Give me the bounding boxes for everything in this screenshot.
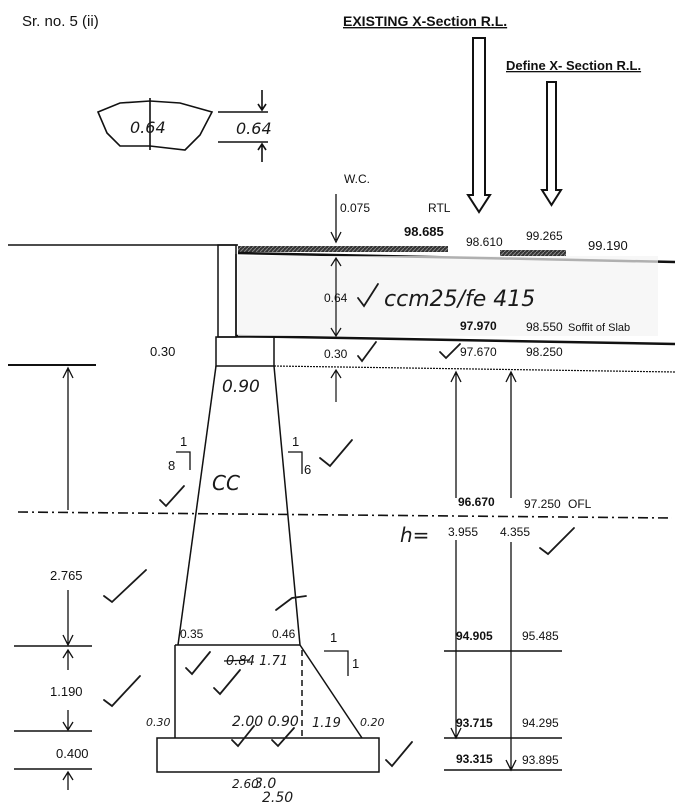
rtl-value: 98.685 <box>404 224 444 239</box>
existing-top-level: 98.610 <box>466 235 503 249</box>
define-step2-level: 94.295 <box>522 716 559 730</box>
define-level-arrows <box>505 370 517 772</box>
material-note: ccm25/fe 415 <box>384 287 535 312</box>
strike-line <box>223 659 251 662</box>
concrete-note: CC <box>212 471 240 495</box>
left-batter-bottom: 8 <box>168 458 175 473</box>
base-right-note: 1.19 <box>312 716 341 731</box>
left-height-dimensions <box>14 366 92 790</box>
slab-thickness-dimension <box>330 256 342 338</box>
pier-top-width: 0.90 <box>222 377 260 397</box>
existing-ofl-level: 96.670 <box>458 495 495 509</box>
base-middle-note: 2.00 0.90 <box>232 714 299 730</box>
footing-offset-left: 0.30 <box>146 716 171 729</box>
existing-cap-bottom-level: 97.670 <box>460 345 497 359</box>
existing-h-value: 3.955 <box>448 525 478 539</box>
existing-bottom-level: 93.315 <box>456 752 493 766</box>
hand-sketch <box>96 90 268 162</box>
footing-slope-side: 1 <box>352 656 359 671</box>
define-arrow-icon <box>540 81 563 207</box>
right-batter-mark <box>288 451 303 474</box>
slab-shading <box>238 256 658 336</box>
define-bottom-level: 93.895 <box>522 753 559 767</box>
ofl-label: OFL <box>568 497 592 511</box>
rtl-label: RTL <box>428 201 451 215</box>
bottom-left-width: 0.35 <box>180 627 204 641</box>
left-batter-mark <box>176 451 191 470</box>
h-label: h= <box>400 523 429 547</box>
existing-level-arrows <box>450 370 462 740</box>
existing-step1-level: 94.905 <box>456 629 493 643</box>
bottom-width-note-3: 2.50 <box>262 790 293 804</box>
footing-offset-right: 0.20 <box>360 716 385 729</box>
footing-height: 0.400 <box>56 746 89 761</box>
define-step1-level: 95.485 <box>522 629 559 643</box>
footing-slope-mark <box>324 650 349 676</box>
soffit-label: Soffit of Slab <box>568 322 630 334</box>
define-cap-bottom-level: 98.250 <box>526 345 563 359</box>
mid-strike-note: 0.84 1.71 <box>226 654 288 669</box>
existing-soffit-level: 97.970 <box>460 319 497 333</box>
define-soffit-level: 98.550 <box>526 320 563 334</box>
define-section-label: Define X- Section R.L. <box>506 58 641 73</box>
wc-leader <box>330 194 342 244</box>
wc-value: 0.075 <box>340 201 370 215</box>
bottom-width-note-2: 3.0 <box>254 776 276 792</box>
sketch-note-right: 0.64 <box>236 119 272 138</box>
pier-cap <box>8 336 676 373</box>
serial-number: Sr. no. 5 (ii) <box>22 13 99 30</box>
cap-thickness-dimension <box>330 368 342 402</box>
bottom-right-width: 0.46 <box>272 627 296 641</box>
existing-section-label: EXISTING X-Section R.L. <box>343 13 507 29</box>
check-marks <box>103 283 575 768</box>
define-ofl-level: 97.250 <box>524 497 561 511</box>
define-h-value: 4.355 <box>500 525 530 539</box>
ofl-line <box>17 511 673 519</box>
mid-height: 1.190 <box>50 684 83 699</box>
slab-thickness: 0.64 <box>324 291 348 305</box>
cap-left-label: 0.30 <box>150 344 175 359</box>
sketch-note-left: 0.64 <box>130 118 166 137</box>
right-batter-top: 1 <box>292 434 299 449</box>
footing-slope-top: 1 <box>330 630 337 645</box>
left-batter-top: 1 <box>180 434 187 449</box>
define-top-level: 99.265 <box>526 229 563 243</box>
cap-thickness: 0.30 <box>324 347 348 361</box>
existing-arrow-icon <box>466 37 492 214</box>
pier-body <box>156 365 380 773</box>
upper-height: 2.765 <box>50 568 83 583</box>
existing-step2-level: 93.715 <box>456 716 493 730</box>
bottom-width-note: 2.60 <box>232 777 259 791</box>
right-top-level: 99.190 <box>588 238 628 253</box>
wc-label: W.C. <box>344 172 370 186</box>
right-batter-bottom: 6 <box>304 462 311 477</box>
